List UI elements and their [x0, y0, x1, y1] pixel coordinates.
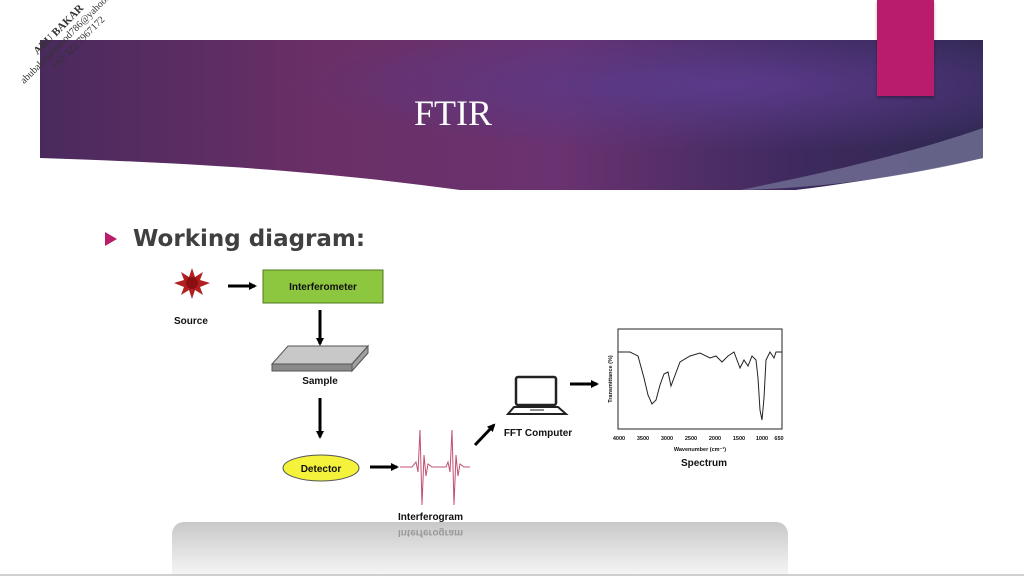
xtick-1000: 1000	[756, 436, 768, 442]
detector-ellipse	[282, 454, 360, 482]
sample-label: Sample	[302, 376, 338, 387]
computer-label: FFT Computer	[504, 428, 572, 439]
spectrum-plot-frame	[617, 328, 783, 430]
spectrum-curve	[618, 351, 782, 421]
detector-label: Detector	[301, 464, 342, 475]
bullet-item: Working diagram:	[105, 226, 365, 252]
bullet-arrow-icon	[105, 232, 117, 246]
interferogram-label: Interferogram	[398, 512, 463, 523]
xtick-650: 650	[774, 436, 783, 442]
sample-plate	[270, 344, 370, 373]
laptop-icon	[505, 375, 569, 415]
spectrum-xlabel: Wavenumber (cm⁻¹)	[674, 446, 726, 453]
spectrum-label: Spectrum	[681, 458, 727, 469]
source-label: Source	[174, 316, 208, 327]
source-icon	[174, 268, 210, 299]
slide-title: FTIR	[413, 93, 492, 133]
interferometer-box	[262, 269, 384, 304]
interferogram-waveform	[400, 429, 470, 506]
interferometer-label: Interferometer	[289, 282, 357, 293]
xtick-4000: 4000	[613, 436, 625, 442]
image-reflection	[172, 522, 788, 576]
arrow-interferogram-to-computer	[473, 423, 496, 447]
spectrum-xticks: 4000 3500 3000 2500 2000 1500 1000 650	[613, 436, 784, 442]
bottom-border	[0, 574, 1024, 576]
xtick-3000: 3000	[661, 436, 673, 442]
xtick-2000: 2000	[709, 436, 721, 442]
xtick-3500: 3500	[637, 436, 649, 442]
spectrum-ylabel: Transmittance (%)	[608, 355, 614, 403]
xtick-1500: 1500	[733, 436, 745, 442]
bullet-text: Working diagram:	[133, 226, 366, 252]
accent-tab	[877, 0, 934, 96]
xtick-2500: 2500	[685, 436, 697, 442]
